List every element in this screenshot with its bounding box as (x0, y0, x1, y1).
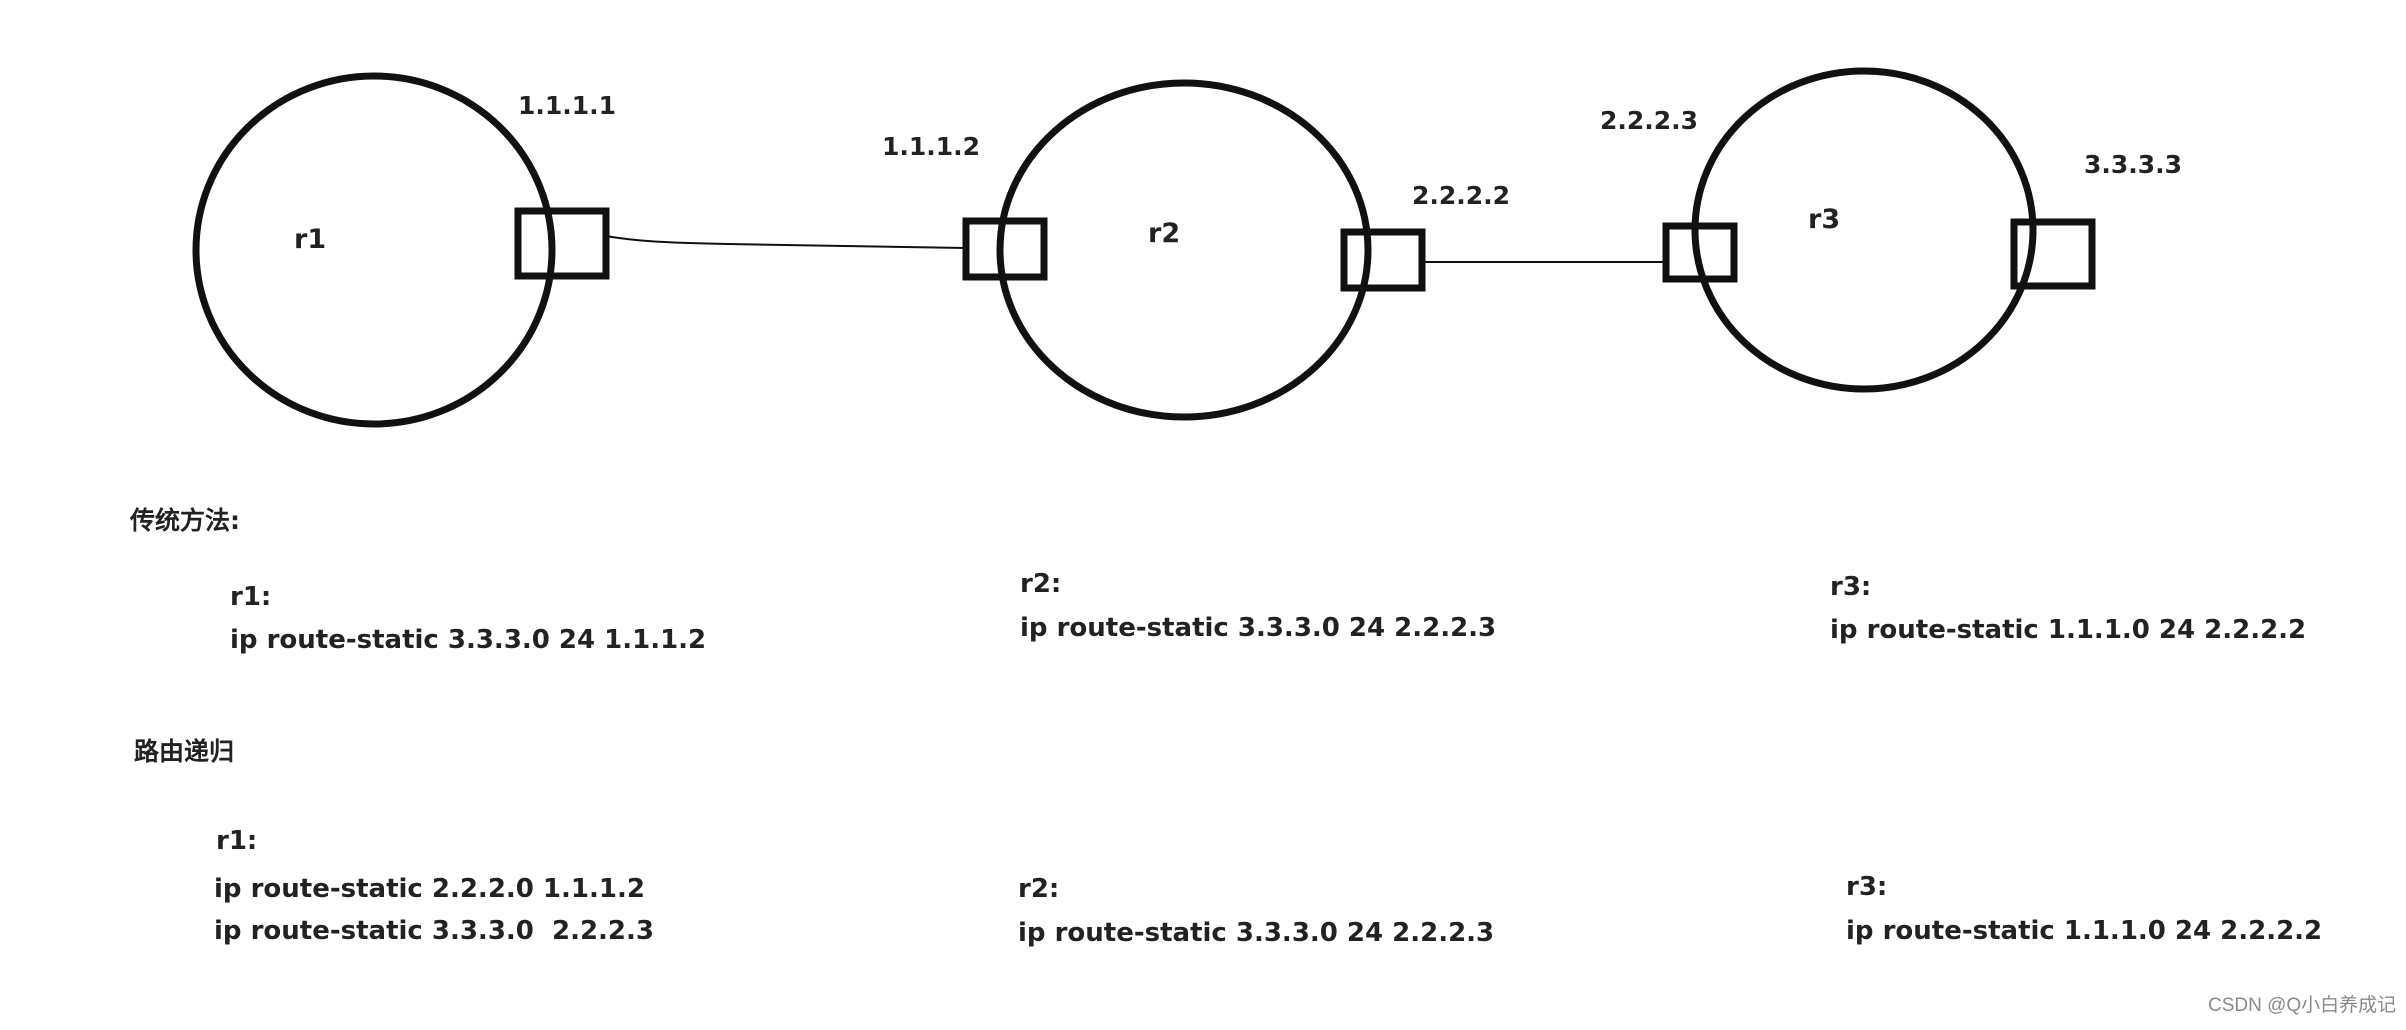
router-r3-label: r3 (1808, 204, 1841, 235)
r3-interface-port-3-3-3-3 (2010, 218, 2096, 290)
router-r1-label: r1 (294, 224, 327, 255)
router-r2-label: r2 (1148, 218, 1181, 249)
traditional-method-heading: 传统方法: (130, 506, 240, 535)
traditional-r3-label: r3: (1830, 572, 1872, 602)
ip-label-2-2-2-2: 2.2.2.2 (1412, 181, 1511, 210)
link-r1-r2 (605, 235, 967, 249)
r2-interface-port-1-1-1-2 (962, 217, 1048, 281)
recursive-r3-route-1: ip route-static 1.1.1.0 24 2.2.2.2 (1846, 916, 2323, 946)
r1-interface-port-1-1-1-1 (514, 207, 610, 280)
traditional-r2-label: r2: (1020, 569, 1062, 599)
recursive-r3-label: r3: (1846, 872, 1888, 902)
traditional-r2-route-1: ip route-static 3.3.3.0 24 2.2.2.3 (1020, 613, 1497, 643)
router-r1-circle (192, 72, 556, 428)
csdn-watermark: CSDN @Q小白养成记 (2208, 995, 2397, 1016)
router-r3-circle (1691, 67, 2037, 393)
ip-label-1-1-1-2: 1.1.1.2 (882, 132, 981, 161)
r2-interface-port-2-2-2-2 (1340, 228, 1426, 292)
recursive-r1-route-2: ip route-static 3.3.3.0 2.2.2.3 (214, 916, 654, 946)
ip-label-1-1-1-1: 1.1.1.1 (518, 91, 617, 120)
recursive-r2-route-1: ip route-static 3.3.3.0 24 2.2.2.3 (1018, 918, 1495, 948)
recursive-r2-label: r2: (1018, 874, 1060, 904)
recursive-r1-route-1: ip route-static 2.2.2.0 1.1.1.2 (214, 874, 645, 904)
router-r2-circle (996, 79, 1372, 421)
ip-label-3-3-3-3: 3.3.3.3 (2084, 150, 2183, 179)
traditional-r1-label: r1: (230, 582, 272, 612)
traditional-r1-route-1: ip route-static 3.3.3.0 24 1.1.1.2 (230, 625, 707, 655)
recursive-r1-label: r1: (216, 826, 258, 856)
r3-interface-port-2-2-2-3 (1662, 222, 1738, 283)
ip-label-2-2-2-3: 2.2.2.3 (1600, 106, 1699, 135)
traditional-r3-route-1: ip route-static 1.1.1.0 24 2.2.2.2 (1830, 615, 2307, 645)
route-recursion-heading: 路由递归 (134, 737, 235, 766)
